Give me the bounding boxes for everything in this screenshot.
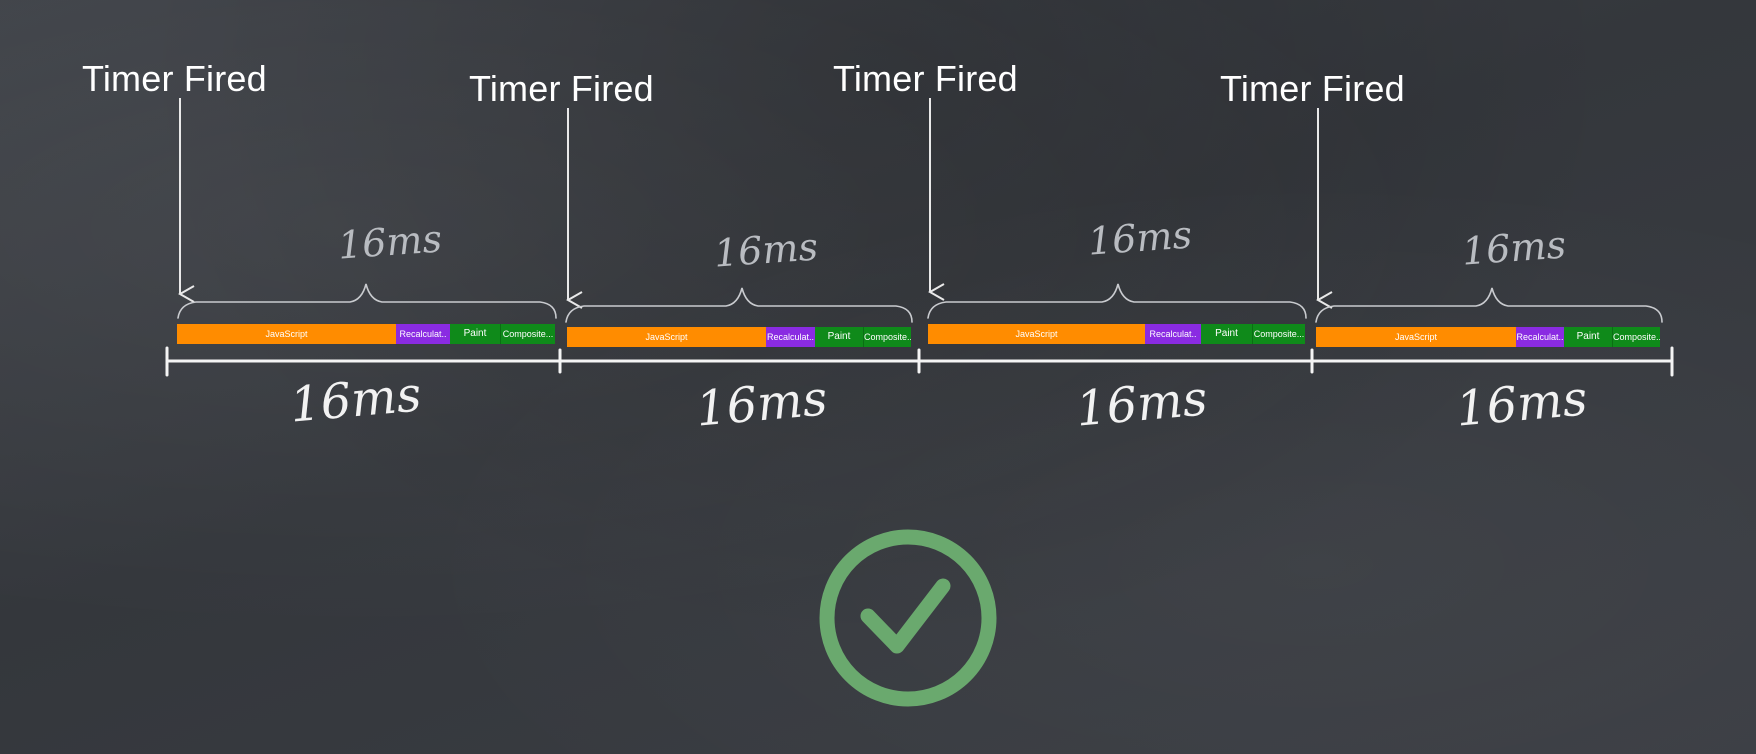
task-javascript: JavaScript (928, 324, 1145, 344)
task-composite: Composite... (863, 327, 911, 347)
task-paint: Paint (1564, 327, 1612, 347)
axis-duration-label-2: 16ms (693, 370, 830, 438)
timer-fired-label-3: Timer Fired (833, 58, 1018, 99)
timer-fired-label-4: Timer Fired (1220, 68, 1405, 109)
task-recalculate: Recalculat.. (1145, 324, 1201, 344)
axis-duration-label-3: 16ms (1073, 370, 1210, 438)
brace-2 (565, 287, 913, 323)
task-composite: Composite... (1612, 327, 1660, 347)
brace-3 (927, 283, 1307, 319)
frame-braces (177, 283, 1663, 323)
frame-duration-label-1: 16ms (336, 216, 444, 268)
timeline-axis (165, 346, 1674, 377)
task-composite: Composite... (500, 324, 555, 344)
task-composite: Composite... (1252, 324, 1305, 344)
brace-4 (1315, 287, 1663, 323)
brace-1 (177, 283, 557, 319)
task-javascript: JavaScript (177, 324, 396, 344)
frame-duration-label-4: 16ms (1460, 222, 1568, 274)
task-paint: Paint (1201, 324, 1252, 344)
check-circle-icon (819, 529, 997, 707)
axis-duration-label-4: 16ms (1453, 370, 1590, 438)
task-recalculate: Recalculat.. (766, 327, 815, 347)
axis-duration-label-1: 16ms (287, 366, 424, 434)
timer-fired-label-1: Timer Fired (82, 58, 267, 99)
task-javascript: JavaScript (1316, 327, 1516, 347)
frame-duration-label-3: 16ms (1086, 212, 1194, 264)
task-recalculate: Recalculat.. (1516, 327, 1564, 347)
task-paint: Paint (450, 324, 500, 344)
task-paint: Paint (815, 327, 863, 347)
timer-fired-label-2: Timer Fired (469, 68, 654, 109)
task-javascript: JavaScript (567, 327, 766, 347)
task-recalculate: Recalculat.. (396, 324, 450, 344)
frame-duration-label-2: 16ms (712, 224, 820, 276)
